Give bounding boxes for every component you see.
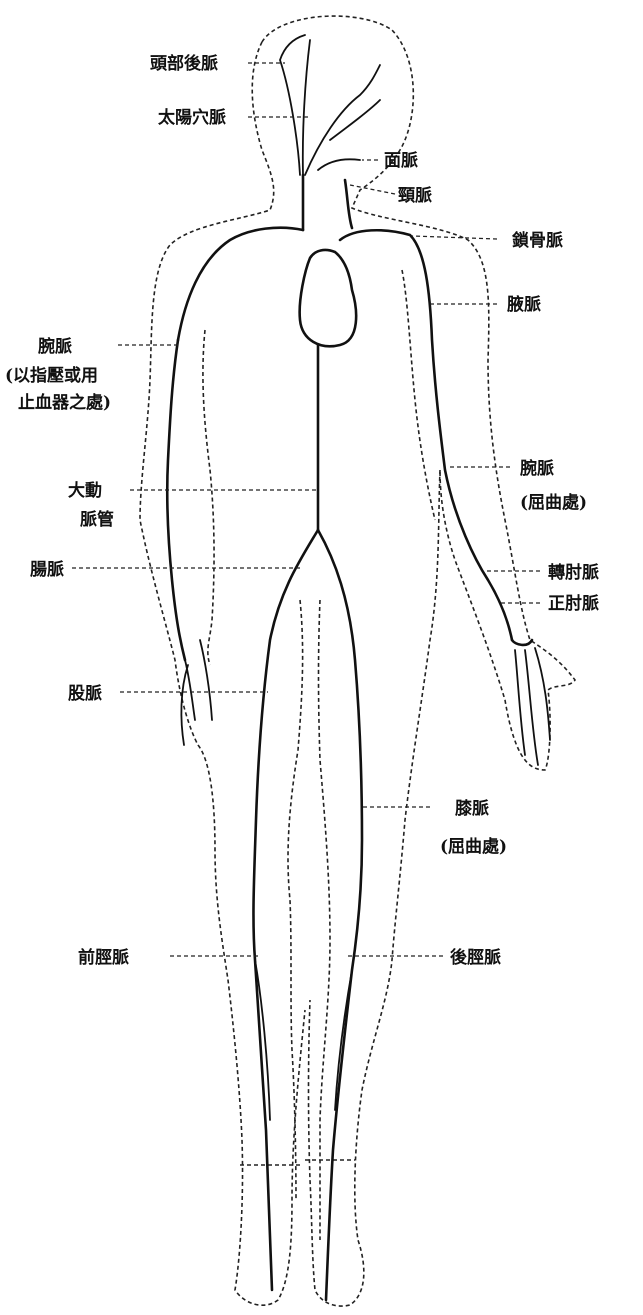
label-aorta-1: 大動 — [68, 480, 102, 501]
label-axillary: 腋脈 — [507, 294, 541, 315]
label-brachial-3: 止血器之處) — [18, 392, 111, 413]
label-radial: 轉肘脈 — [548, 562, 599, 583]
label-subclavian: 鎖骨脈 — [512, 230, 563, 251]
torso-left-outline — [140, 42, 305, 1305]
label-anterior-tibial: 前脛脈 — [78, 947, 129, 968]
head-outline — [262, 16, 575, 770]
temporal-artery — [305, 65, 380, 175]
label-popliteal-1: 膝脈 — [455, 798, 489, 819]
left-inner-arm-outline — [203, 330, 214, 665]
leader-subclavian — [412, 236, 497, 239]
label-femoral: 股脈 — [68, 683, 102, 704]
label-occipital: 頭部後脈 — [150, 53, 218, 74]
label-temporal: 太陽穴脈 — [158, 107, 226, 128]
aortic-arch — [178, 228, 303, 340]
left-iliac — [253, 530, 318, 1290]
label-facial: 面脈 — [384, 150, 418, 171]
label-popliteal-2: (屈曲處) — [440, 836, 507, 857]
right-inner-leg-outline — [319, 600, 331, 1240]
right-wrist — [512, 640, 532, 645]
label-brachial-2: (以指壓或用 — [5, 365, 98, 386]
label-carotid: 頸脈 — [398, 185, 432, 206]
label-brachial-bend-1: 腕脈 — [520, 458, 554, 479]
label-iliac: 腸脈 — [30, 559, 64, 580]
head-branch — [303, 40, 310, 175]
right-hand-vessels — [515, 648, 550, 765]
left-brachial — [167, 340, 185, 660]
label-aorta-2: 脈管 — [80, 509, 114, 530]
facial-artery — [318, 159, 360, 170]
temporal-branch — [330, 100, 380, 140]
right-subclavian — [340, 230, 512, 640]
label-brachial-bend-2: (屈曲處) — [520, 492, 587, 513]
label-posterior-tibial: 後脛脈 — [450, 947, 501, 968]
ankle-band-outline — [240, 1160, 355, 1165]
arteries — [167, 35, 550, 1300]
label-ulnar: 正肘脈 — [548, 593, 599, 614]
heart — [300, 250, 356, 346]
left-inner-leg-outline — [288, 600, 303, 1200]
leader-lines — [72, 63, 540, 956]
occipital-artery — [280, 35, 305, 175]
leader-carotid — [350, 185, 395, 194]
right-carotid — [345, 180, 352, 228]
label-brachial-1: 腕脈 — [38, 336, 72, 357]
